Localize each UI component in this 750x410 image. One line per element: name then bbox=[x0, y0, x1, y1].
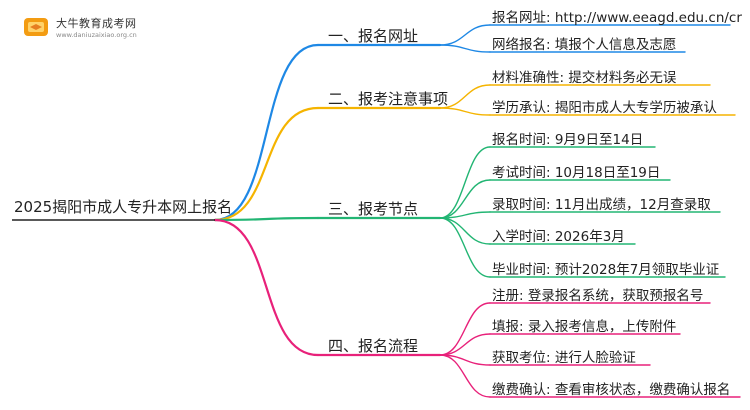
root-connector-4 bbox=[213, 218, 320, 357]
leaf-topic: 录取时间: 11月出成绩，12月查录取 bbox=[492, 197, 711, 213]
leaf-connector bbox=[439, 24, 491, 46]
leaf-topic: 注册: 登录报名系统，获取预报名号 bbox=[492, 288, 704, 304]
leaf-connector bbox=[439, 179, 491, 219]
logo-icon bbox=[24, 18, 48, 36]
leaf-topic: 填报: 录入报考信息，上传附件 bbox=[492, 319, 677, 335]
leaf-topic: 考试时间: 10月18日至19日 bbox=[492, 165, 661, 181]
root-connector-3 bbox=[213, 216, 320, 222]
leaf-topic: 报名时间: 9月9日至14日 bbox=[492, 132, 644, 148]
leaf-connector bbox=[439, 146, 491, 219]
site-logo: 大牛教育成考网 www.daniuzaixiao.org.cn bbox=[22, 8, 182, 48]
leaf-topic: 缴费确认: 查看审核状态，缴费确认报名 bbox=[492, 382, 731, 398]
branch-topic-4: 四、报名流程 bbox=[328, 337, 419, 355]
leaf-topic: 报名网址: http://www.eeagd.edu.cn/cr bbox=[492, 10, 742, 26]
leaf-connector bbox=[439, 44, 491, 53]
root-connector-2 bbox=[213, 106, 320, 222]
leaf-topic: 材料准确性: 提交材料务必无误 bbox=[492, 70, 677, 86]
branch-topic-3: 三、报考节点 bbox=[328, 200, 419, 218]
leaf-topic: 毕业时间: 预计2028年7月领取毕业证 bbox=[492, 262, 720, 278]
leaf-connector bbox=[439, 333, 491, 356]
leaf-connector bbox=[439, 107, 491, 116]
leaf-connector bbox=[439, 84, 491, 109]
logo-url: www.daniuzaixiao.org.cn bbox=[56, 31, 137, 39]
root-connector-1 bbox=[213, 43, 320, 222]
branch-topic-2: 二、报考注意事项 bbox=[328, 90, 449, 108]
leaf-connector bbox=[439, 354, 491, 398]
logo-title: 大牛教育成考网 bbox=[56, 17, 137, 30]
leaf-topic: 网络报名: 填报个人信息及志愿 bbox=[492, 37, 677, 53]
leaf-connector bbox=[439, 217, 491, 245]
branch-topic-1: 一、报名网址 bbox=[328, 27, 419, 45]
leaf-connector bbox=[439, 217, 491, 278]
leaf-topic: 入学时间: 2026年3月 bbox=[492, 229, 625, 245]
root-topic: 2025揭阳市成人专升本网上报名 bbox=[14, 198, 233, 216]
leaf-topic: 学历承认: 揭阳市成人大专学历被承认 bbox=[492, 100, 717, 116]
leaf-connector bbox=[439, 302, 491, 356]
leaf-topic: 获取考位: 进行人脸验证 bbox=[492, 350, 636, 366]
